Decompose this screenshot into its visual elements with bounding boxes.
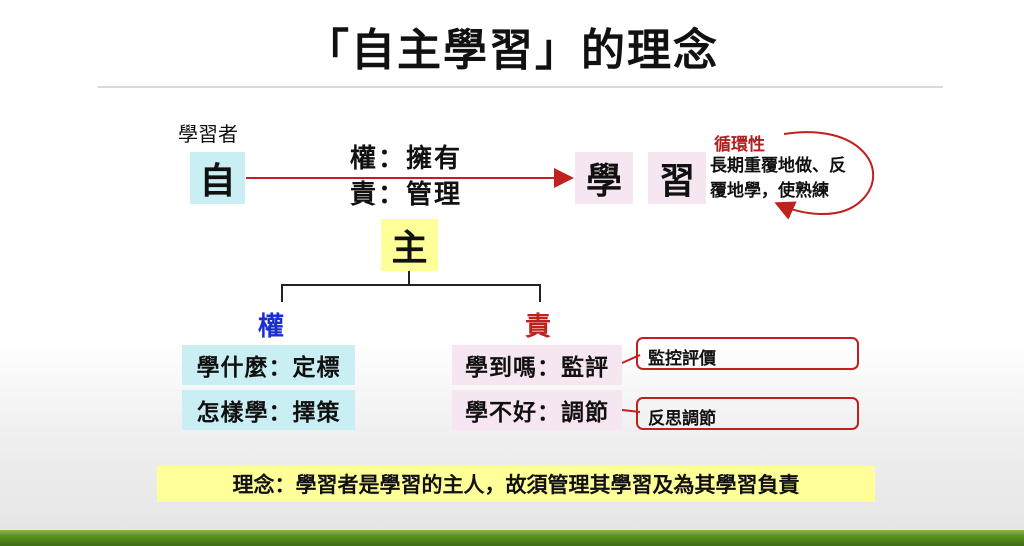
- concept-banner: 理念：學習者是學習的主人，故須管理其學習及為其學習負責: [157, 466, 875, 502]
- ze-guanli-text: 責：管理: [350, 180, 463, 210]
- cycle-text: 長期重覆地做、反覆地學，使熟練: [710, 156, 846, 201]
- ze-item-learned: 學到嗎：監評: [452, 345, 622, 385]
- footer-band: [0, 530, 1024, 546]
- cycle-label: 循環性: [714, 135, 765, 155]
- xi-box: 習: [648, 152, 706, 204]
- cycle-arrow: [774, 131, 874, 220]
- quan-you-text: 權：擁有: [350, 144, 463, 174]
- title-divider: [98, 86, 943, 88]
- callout-reflect-text: 反思調節: [648, 409, 716, 429]
- xue-box: 學: [575, 152, 633, 204]
- ze-heading: 責: [525, 312, 552, 342]
- callout-monitor: 監控評價: [636, 337, 859, 370]
- quan-item-what: 學什麼：定標: [182, 345, 355, 385]
- learner-label: 學習者: [178, 122, 238, 146]
- callout-monitor-text: 監控評價: [648, 349, 716, 369]
- zhu-box: 主: [381, 219, 438, 271]
- page-title: 「自主學習」的理念: [305, 25, 719, 76]
- quan-item-how: 怎樣學：擇策: [182, 390, 355, 430]
- callout-reflect: 反思調節: [636, 397, 859, 430]
- zi-box: 自: [190, 152, 245, 204]
- ze-item-poorly: 學不好：調節: [452, 390, 622, 430]
- quan-heading: 權: [258, 312, 285, 342]
